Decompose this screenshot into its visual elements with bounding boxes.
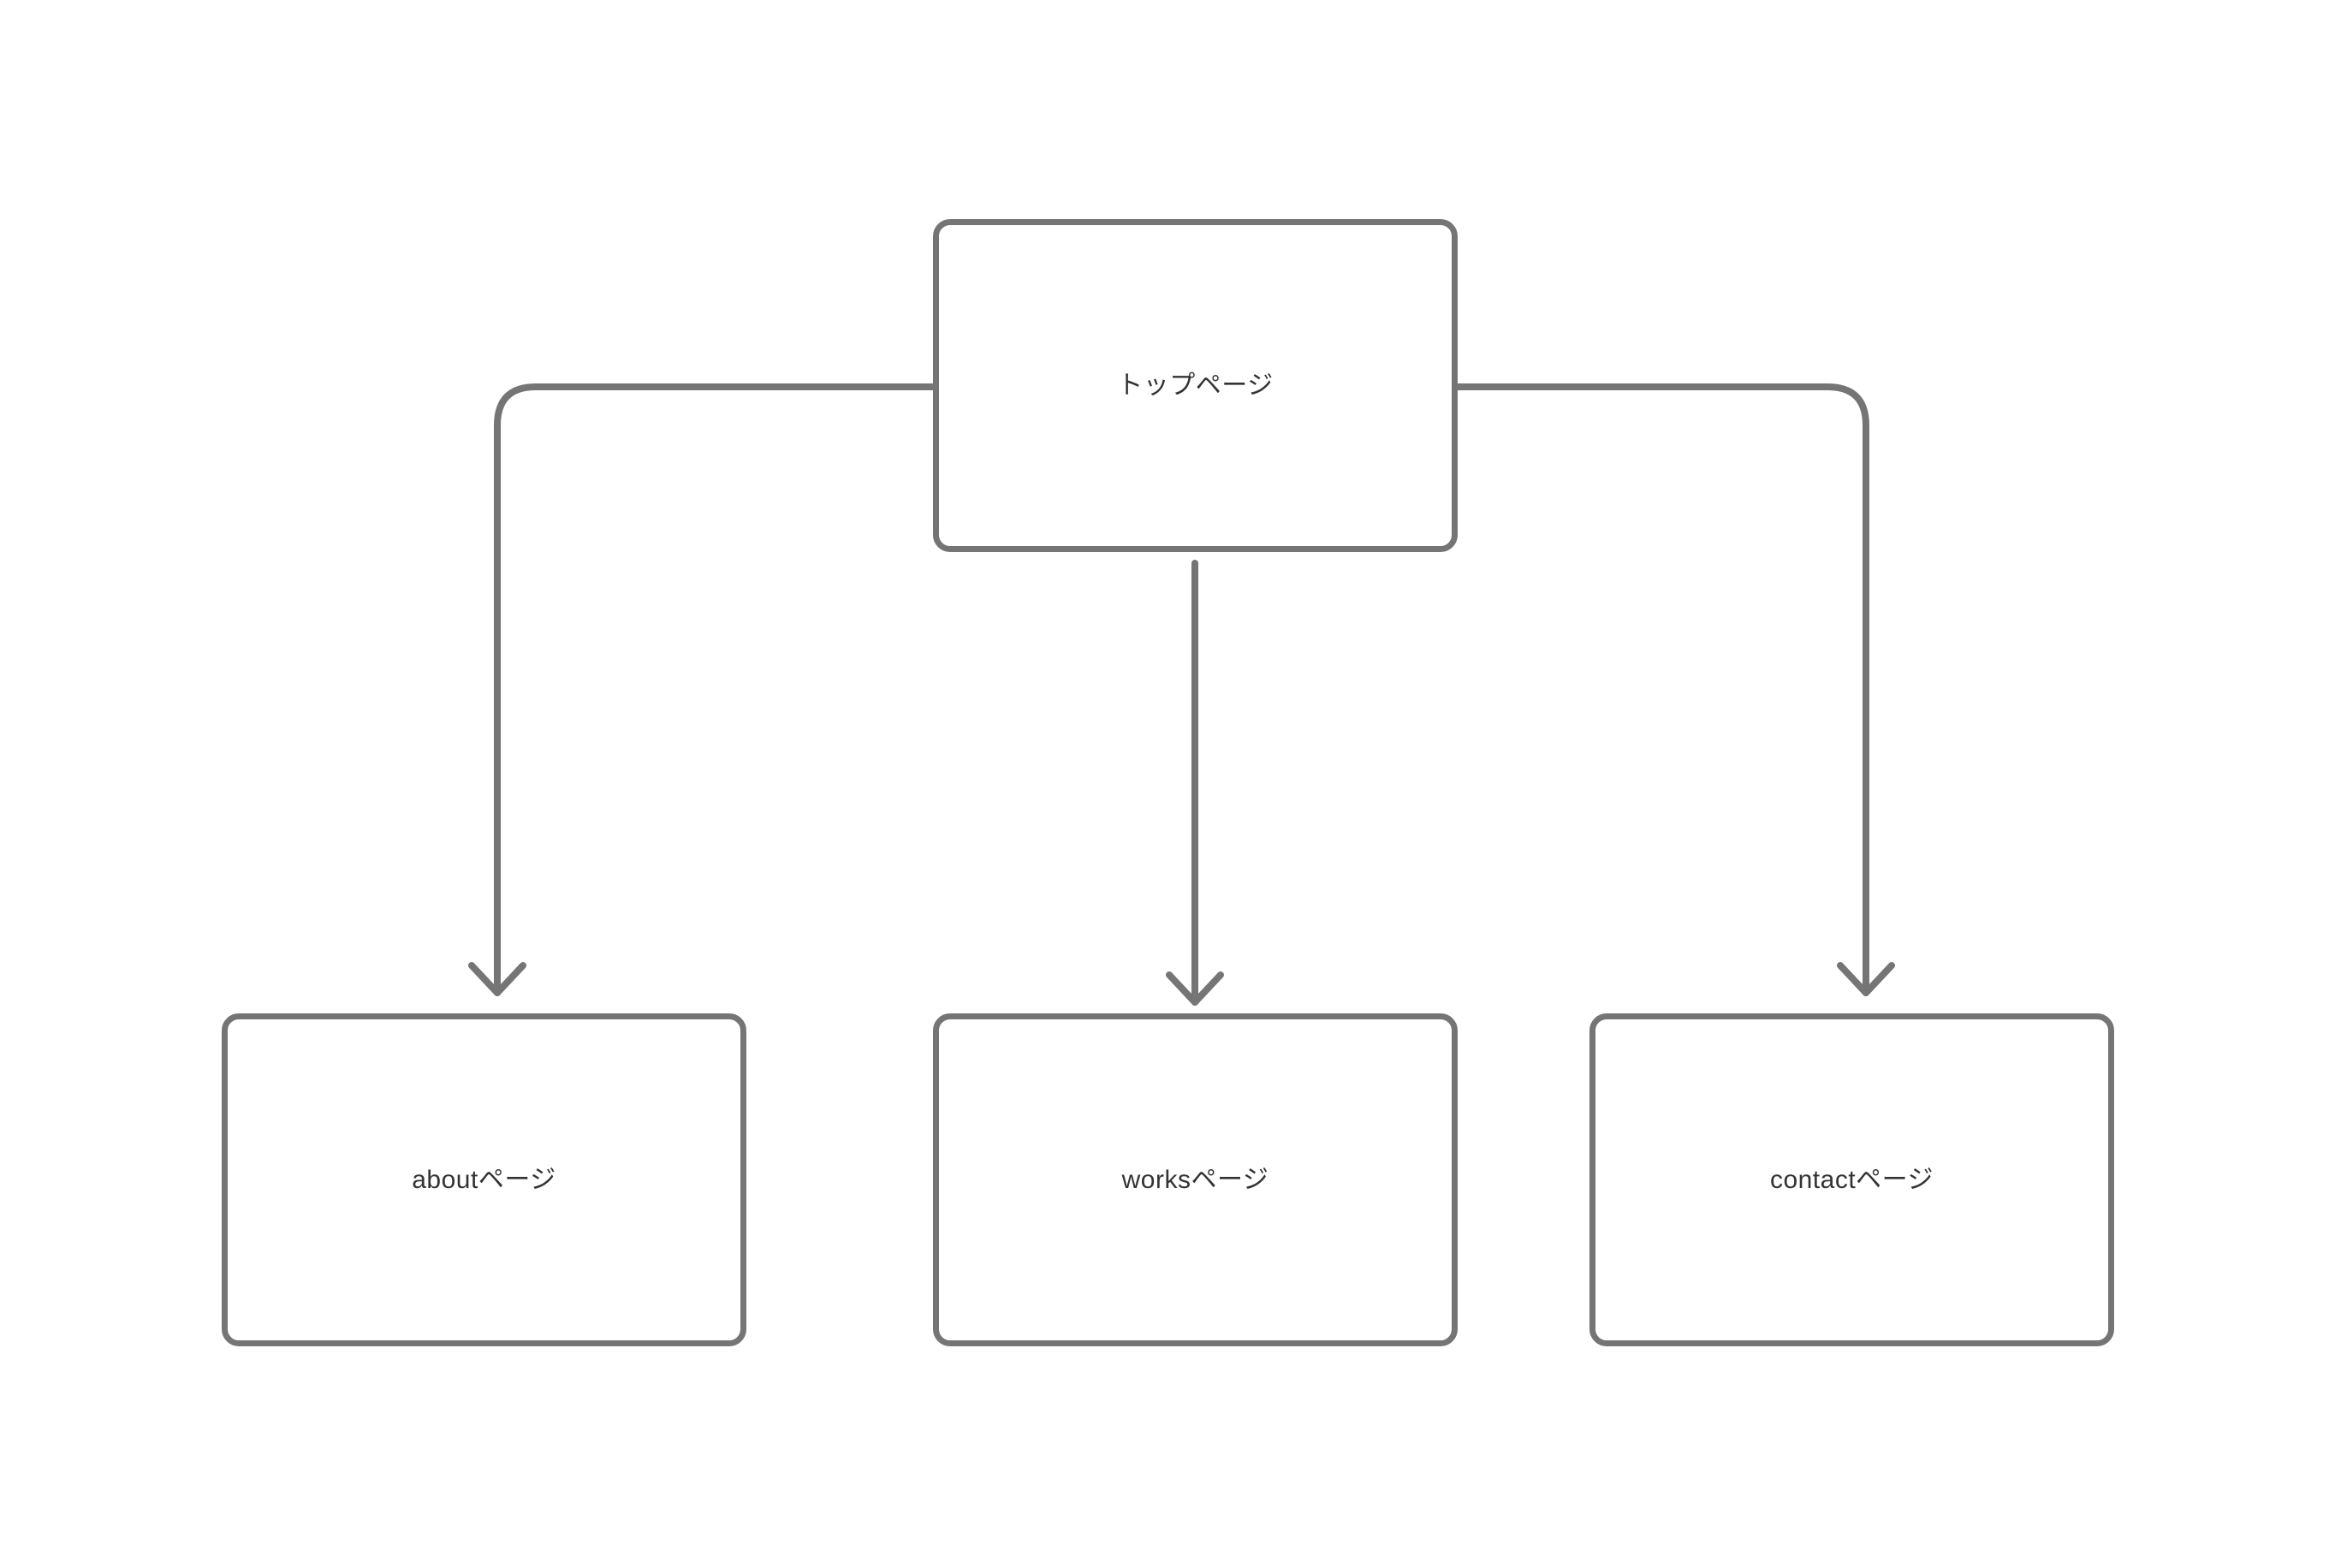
node-top-page[interactable]: トップページ bbox=[933, 219, 1458, 552]
arrowhead-down-icon bbox=[1837, 962, 1895, 996]
node-about-page[interactable]: aboutページ bbox=[222, 1013, 746, 1346]
edge-top-to-contact bbox=[1453, 383, 1869, 996]
node-contact-page-label: contactページ bbox=[1769, 1165, 1934, 1194]
arrowhead-down-icon bbox=[468, 962, 526, 996]
edge-top-to-about bbox=[494, 383, 936, 996]
node-contact-page[interactable]: contactページ bbox=[1589, 1013, 2114, 1346]
arrowhead-down-icon bbox=[1166, 971, 1224, 1006]
node-about-page-label: aboutページ bbox=[412, 1165, 556, 1194]
node-works-page[interactable]: worksページ bbox=[933, 1013, 1458, 1346]
node-works-page-label: worksページ bbox=[1121, 1165, 1269, 1194]
node-top-page-label: トップページ bbox=[1117, 371, 1274, 400]
